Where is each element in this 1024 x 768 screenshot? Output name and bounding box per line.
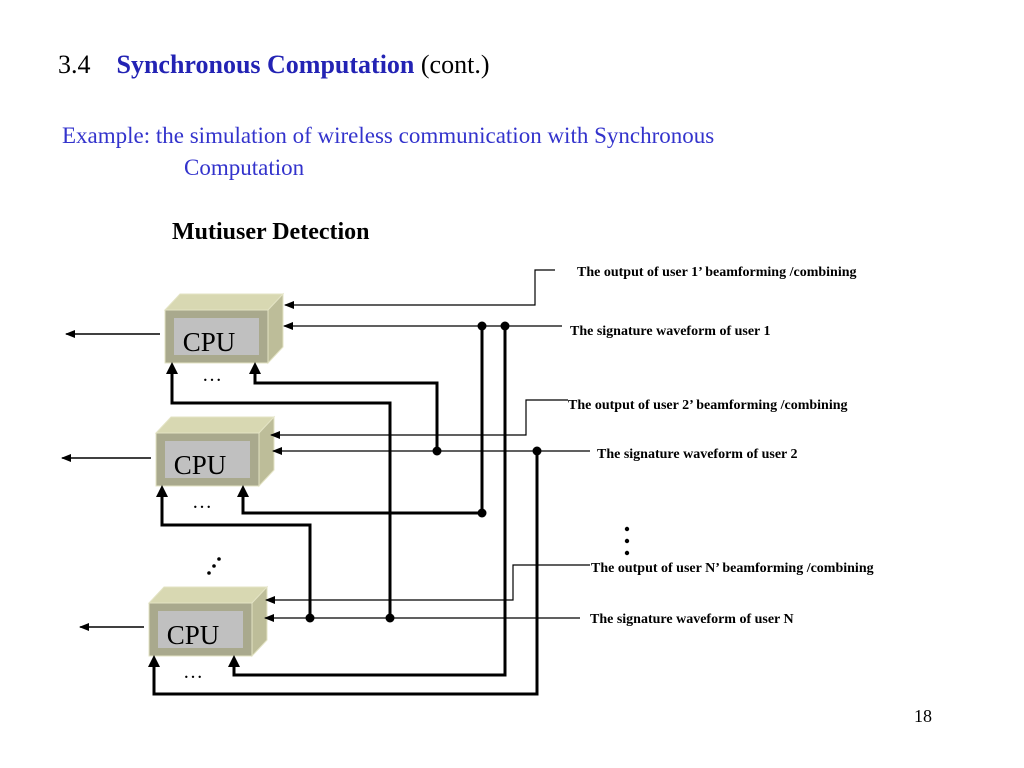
bus-arrowheads <box>148 362 261 667</box>
slide-subtitle: Example: the simulation of wireless comm… <box>62 120 922 184</box>
thin-input-lines <box>264 269 590 622</box>
bus-cpu1-to-usern-sig <box>170 369 392 618</box>
label-output-user1: The output of user 1’ beamforming /combi… <box>577 265 857 280</box>
bus-cpu1-to-user2-sig <box>253 369 439 451</box>
cpu-1-face <box>174 318 259 355</box>
arrowhead-cpun-left <box>148 655 160 667</box>
arrowhead-cpu1-left <box>166 362 178 374</box>
cpu-n-top <box>147 586 269 604</box>
ellipsis-dot <box>212 564 216 568</box>
cpu-n-ellipsis: … <box>183 661 203 683</box>
cpu-1-top <box>163 293 285 311</box>
junction-dot <box>477 321 487 331</box>
usern-output-input-line <box>265 564 590 604</box>
vertical-ellipsis <box>624 526 630 556</box>
junction-dot <box>500 321 510 331</box>
output-arrows <box>61 330 160 631</box>
cpu-1-label: CPU <box>183 327 236 357</box>
cpu-block-1: CPU <box>163 292 285 365</box>
cpu-block-n: CPU <box>147 585 269 658</box>
arrowhead-cpu2-right <box>237 485 249 497</box>
arrowhead-cpu1-right <box>249 362 261 374</box>
arrowhead-cpun-right <box>228 655 240 667</box>
subtitle-line-1: Example: the simulation of wireless comm… <box>62 123 715 148</box>
ellipsis-dot <box>207 571 211 575</box>
label-output-user2: The output of user 2’ beamforming /combi… <box>568 398 848 413</box>
user1-output-input-line <box>284 269 555 309</box>
title-bold: Synchronous Computation <box>116 50 415 79</box>
junction-dot <box>432 446 442 456</box>
junction-dot <box>385 613 395 623</box>
junction-dot <box>477 508 487 518</box>
ellipsis-dot <box>624 550 630 556</box>
arrowhead-cpu2-left <box>156 485 168 497</box>
junction-dot <box>532 446 542 456</box>
page-number: 18 <box>914 706 932 726</box>
label-signature-usern: The signature waveform of user N <box>590 612 794 627</box>
ellipsis-dot <box>624 526 630 532</box>
junction-dot <box>305 613 315 623</box>
thick-bus-wires <box>152 326 539 696</box>
cpu-2-top <box>154 416 276 434</box>
bus-user2-sig-to-cpun <box>152 451 539 696</box>
title-suffix: (cont.) <box>420 50 490 79</box>
junction-dots <box>305 321 542 623</box>
cpu-block-2: CPU <box>154 415 276 488</box>
cpu-2-ellipsis: … <box>192 491 212 513</box>
cpu-2-face <box>165 441 250 478</box>
diagram-title: Mutiuser Detection <box>172 219 370 245</box>
cpu-1-ellipsis: … <box>202 364 222 386</box>
diagonal-ellipsis <box>207 557 221 575</box>
bus-user1-sig-to-cpun <box>232 326 507 677</box>
cpu-n-label: CPU <box>167 620 220 650</box>
bus-user1-sig-to-cpu2 <box>241 326 484 515</box>
subtitle-line-2: Computation <box>184 155 305 180</box>
ellipsis-dot <box>624 538 630 544</box>
label-signature-user2: The signature waveform of user 2 <box>597 447 798 462</box>
section-number: 3.4 <box>58 50 91 79</box>
cpu-2-label: CPU <box>174 450 227 480</box>
cpu-n-face <box>158 611 243 648</box>
user2-output-input-line <box>270 399 568 439</box>
slide-title: 3.4 Synchronous Computation (cont.) <box>58 50 489 80</box>
label-signature-user1: The signature waveform of user 1 <box>570 324 771 339</box>
bus-cpu2-to-usern-sig <box>160 492 312 618</box>
label-output-usern: The output of user N’ beamforming /combi… <box>591 561 874 576</box>
ellipsis-dot <box>217 557 221 561</box>
